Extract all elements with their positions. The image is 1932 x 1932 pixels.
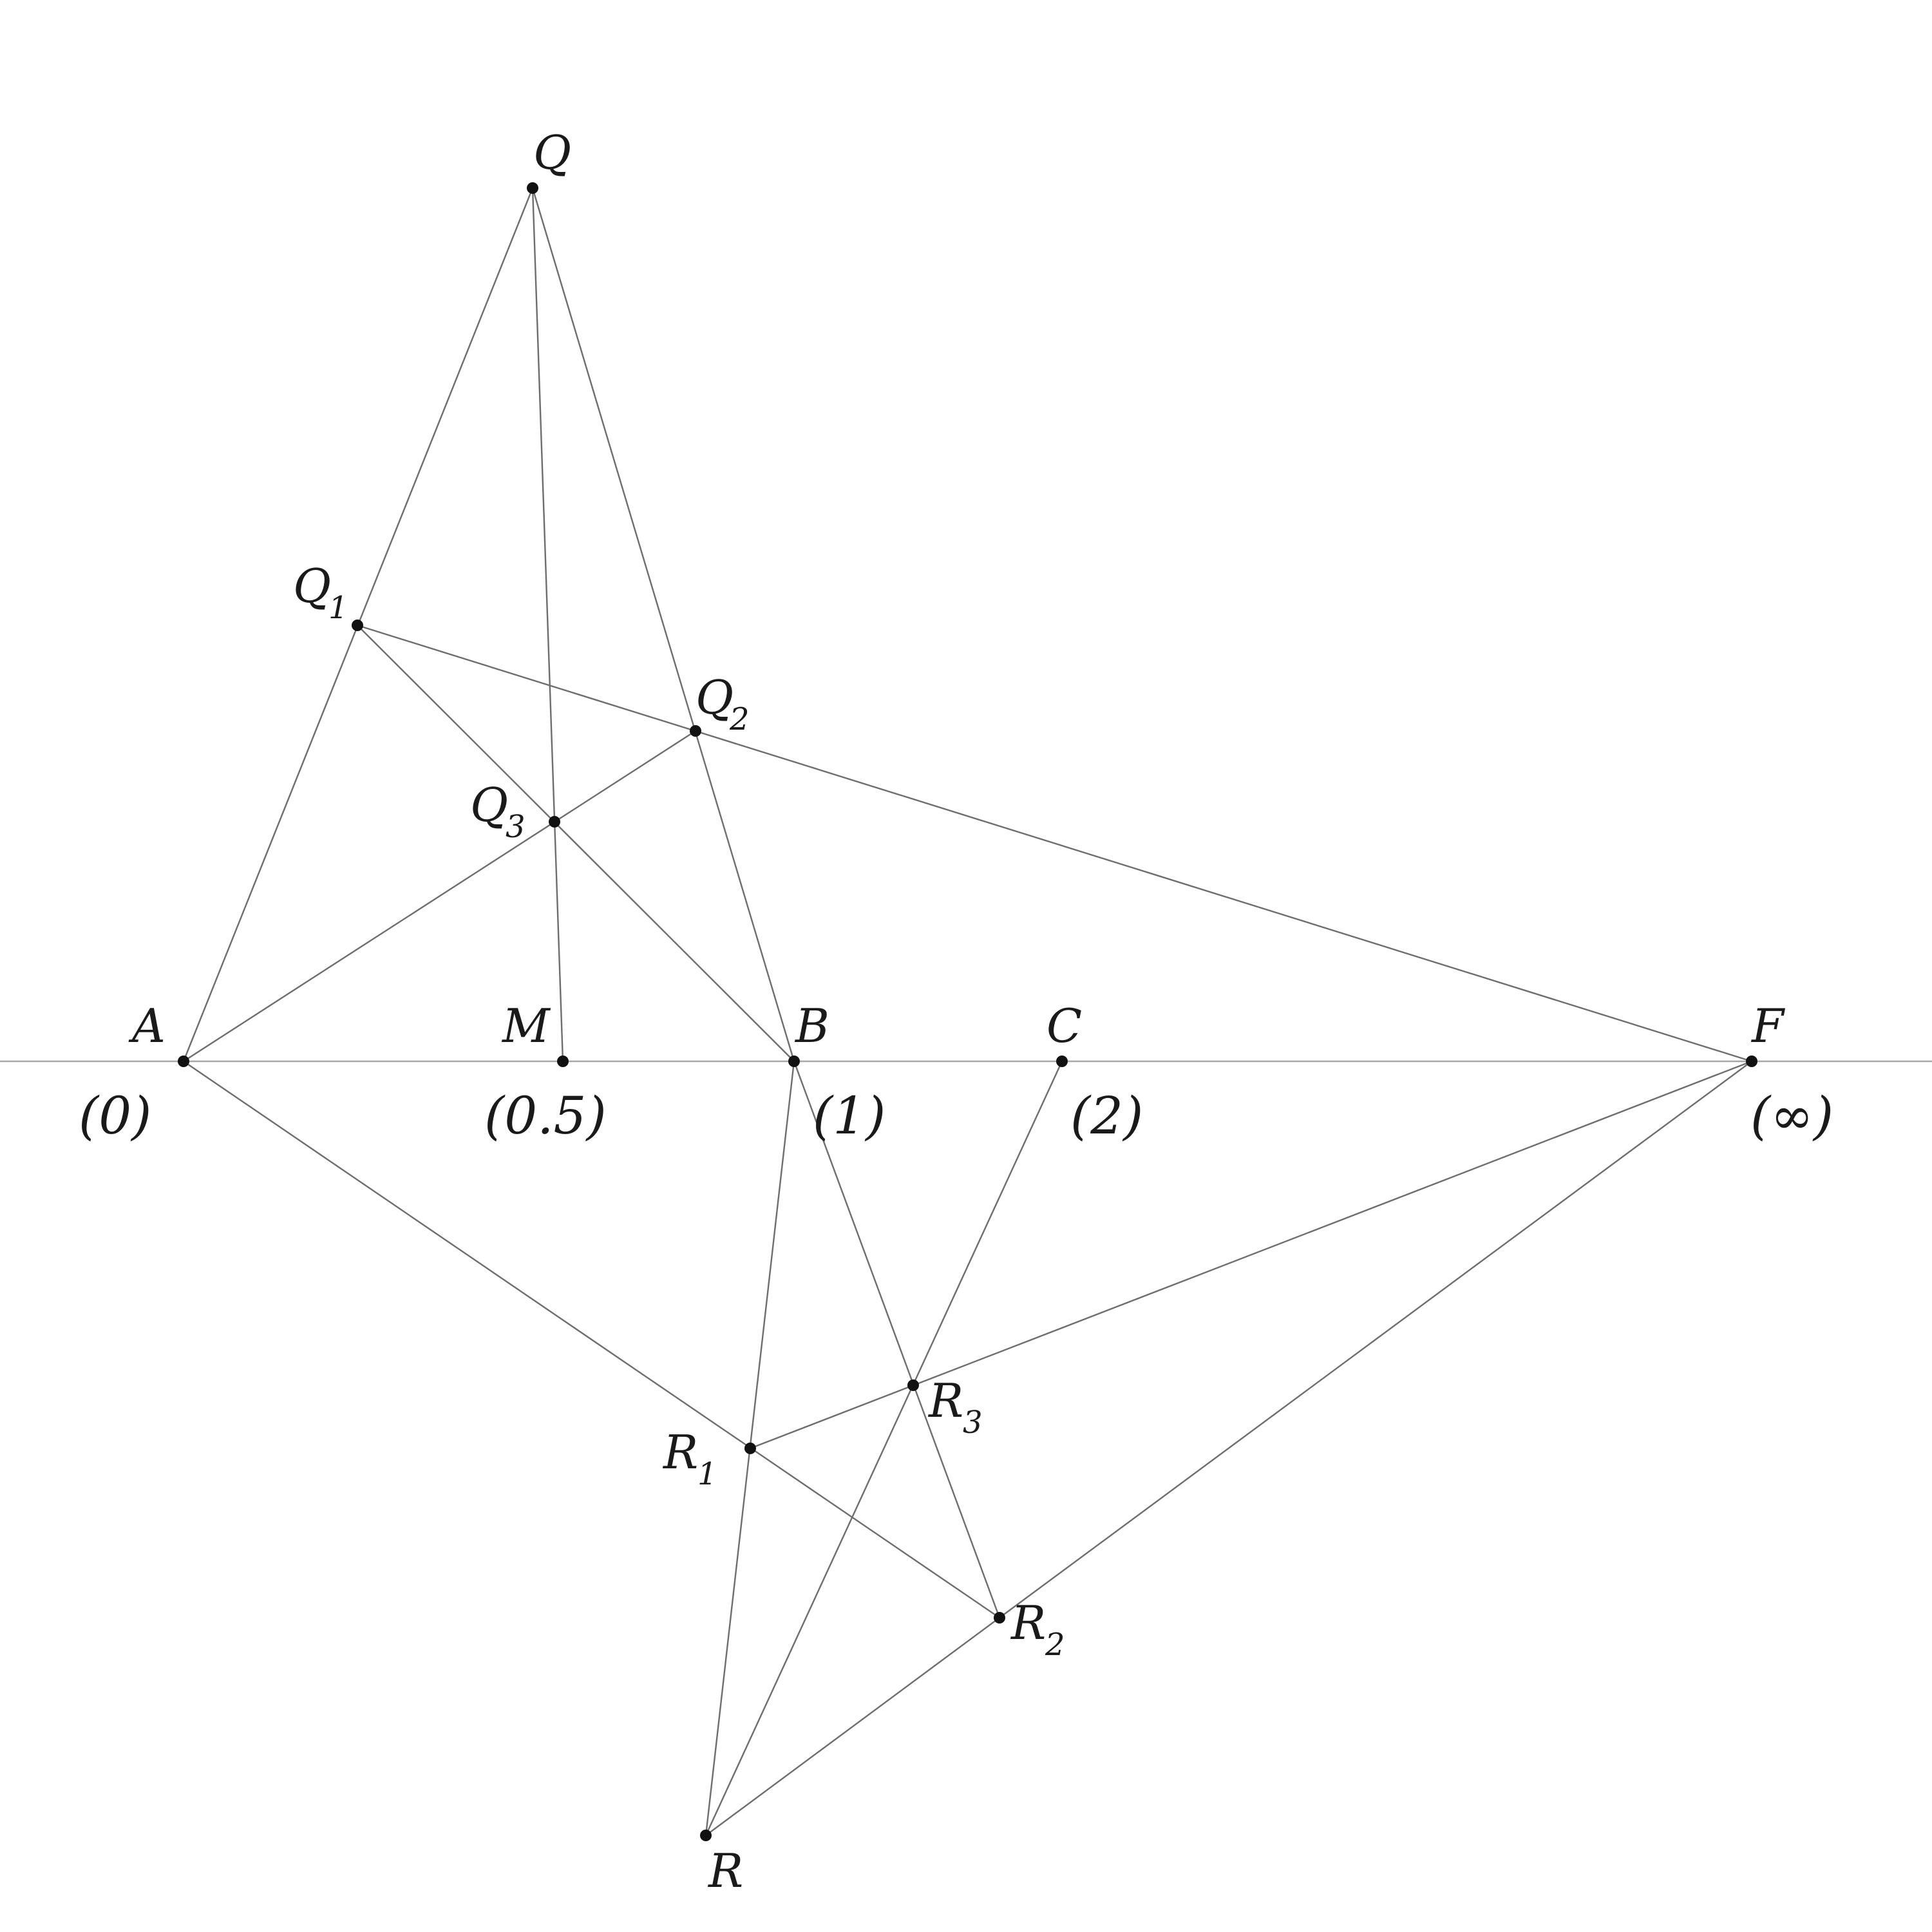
label-Q1-sub: 1 bbox=[328, 590, 348, 626]
label-Q3: Q bbox=[470, 778, 508, 832]
point-Q1 bbox=[352, 620, 363, 631]
segment-C-R bbox=[705, 1061, 1063, 1836]
coord-B: (1) bbox=[813, 1086, 886, 1146]
coordinate-labels: (0) (0.5) (1) (2) (∞) bbox=[79, 1086, 1833, 1146]
segment-Q1-B bbox=[357, 625, 795, 1062]
point-Q3 bbox=[549, 816, 560, 828]
label-C: C bbox=[1046, 999, 1082, 1053]
label-Q2-sub: 2 bbox=[729, 701, 750, 737]
point-labels: Q Q 1 Q 2 Q 3 A M B C F R 1 R 2 R 3 R bbox=[128, 126, 1786, 1898]
segments bbox=[182, 187, 1752, 1836]
segment-Q-B bbox=[531, 187, 795, 1062]
point-R2 bbox=[994, 1612, 1005, 1624]
segment-A-R2 bbox=[183, 1061, 1000, 1618]
point-B bbox=[788, 1056, 800, 1067]
coord-A: (0) bbox=[79, 1086, 151, 1146]
label-R2: R bbox=[1010, 1596, 1046, 1650]
label-R1: R bbox=[662, 1425, 698, 1479]
label-Q2: Q bbox=[696, 670, 734, 724]
segment-A-Q2 bbox=[183, 730, 696, 1063]
coord-C: (2) bbox=[1070, 1086, 1143, 1146]
point-Q bbox=[527, 182, 538, 194]
segment-B-R2 bbox=[793, 1061, 1001, 1618]
label-R3-sub: 3 bbox=[963, 1405, 983, 1441]
label-R1-sub: 1 bbox=[697, 1456, 717, 1492]
label-F: F bbox=[1750, 999, 1786, 1053]
points bbox=[178, 182, 1757, 1841]
point-A bbox=[178, 1056, 189, 1067]
label-Q3-sub: 3 bbox=[506, 809, 526, 845]
label-Q: Q bbox=[533, 126, 571, 180]
segment-Q-M bbox=[531, 187, 564, 1062]
point-R1 bbox=[744, 1443, 756, 1454]
coord-M: (0.5) bbox=[484, 1086, 607, 1146]
label-R: R bbox=[707, 1844, 743, 1898]
point-R3 bbox=[907, 1379, 919, 1391]
segment-R2-F bbox=[999, 1061, 1752, 1618]
segment-Q1-F bbox=[357, 624, 1752, 1063]
point-F bbox=[1746, 1056, 1757, 1067]
point-R bbox=[700, 1830, 712, 1841]
label-R2-sub: 2 bbox=[1045, 1627, 1065, 1663]
point-C bbox=[1056, 1056, 1068, 1067]
label-B: B bbox=[794, 999, 829, 1053]
label-A: A bbox=[128, 999, 166, 1053]
label-R3: R bbox=[927, 1374, 963, 1428]
coord-F: (∞) bbox=[1750, 1086, 1833, 1146]
label-Q1: Q bbox=[293, 559, 331, 613]
segment-R-R2 bbox=[705, 1617, 1000, 1836]
segment-R1-F bbox=[750, 1060, 1752, 1450]
point-M bbox=[557, 1056, 569, 1067]
label-M: M bbox=[501, 999, 551, 1053]
point-Q2 bbox=[690, 725, 701, 737]
